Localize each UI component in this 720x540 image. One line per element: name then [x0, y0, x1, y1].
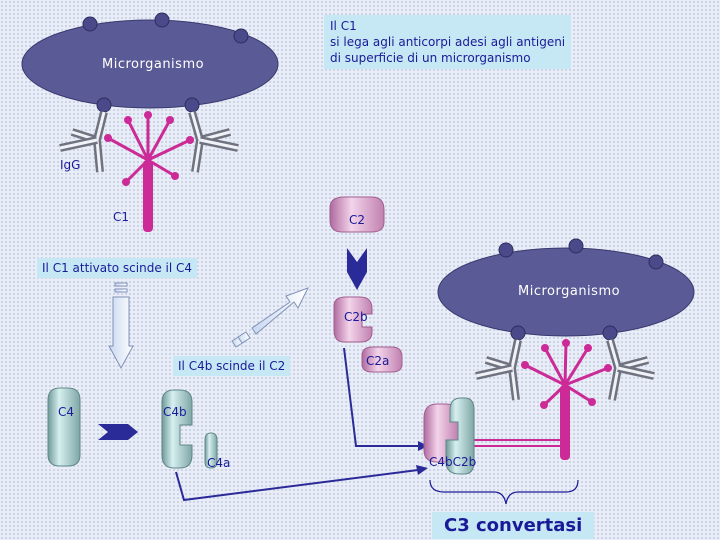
microorganism-label-2: Microrganismo: [518, 284, 621, 299]
microorganism-2: [437, 238, 695, 341]
info-line-1: Il C1: [330, 19, 357, 33]
label-c2b: C2b: [344, 310, 368, 324]
igg-antibody-right: [188, 110, 239, 173]
info-line-3: di superficie di un microrganismo: [330, 51, 531, 65]
igg-antibody-2-right: [606, 338, 655, 401]
info-box: Il C1 si lega agli anticorpi adesi agli …: [324, 15, 572, 69]
arrow-down-c2: [347, 248, 367, 290]
label-igg: IgG: [60, 158, 81, 172]
brace: [429, 479, 579, 505]
label-c2: C2: [349, 213, 366, 227]
info-line-2: si lega agli anticorpi adesi agli antige…: [330, 35, 566, 49]
c2-molecule: [329, 196, 385, 233]
arrow-c2b-to-complex: [343, 347, 428, 451]
arrow-c4b-to-c2: [231, 287, 310, 348]
c4-molecule: [47, 387, 81, 467]
c2b-fragment: [333, 296, 373, 343]
label-c4a: C4a: [207, 456, 231, 470]
igg-antibody-left: [59, 111, 108, 173]
label-c4: C4: [58, 405, 75, 419]
label-c4b: C4b: [163, 405, 187, 419]
arrow-c1-to-c4: [108, 282, 134, 370]
page-title: C3 convertasi: [432, 512, 595, 539]
arrow-c4b-to-complex: [175, 465, 428, 502]
igg-antibody-2-left: [475, 339, 522, 401]
c2a-fragment: [361, 346, 403, 373]
arrow-right-c4: [98, 424, 138, 440]
label-c4bc2b: C4bC2b: [429, 455, 477, 469]
c1-molecule-2: [472, 339, 612, 460]
c4b-fragment: [161, 389, 193, 469]
microorganism-label-1: Microrganismo: [102, 57, 205, 72]
label-c2a: C2a: [366, 354, 390, 368]
label-c1: C1: [113, 210, 130, 224]
c4a-fragment: [204, 432, 218, 469]
microorganism-1: [21, 12, 279, 113]
step-box-c1: Il C1 attivato scinde il C4: [37, 258, 198, 278]
step-box-c4b: Il C4b scinde il C2: [173, 356, 291, 376]
c1-molecule-1: [104, 111, 194, 232]
c4bc2b-complex: [423, 397, 475, 475]
